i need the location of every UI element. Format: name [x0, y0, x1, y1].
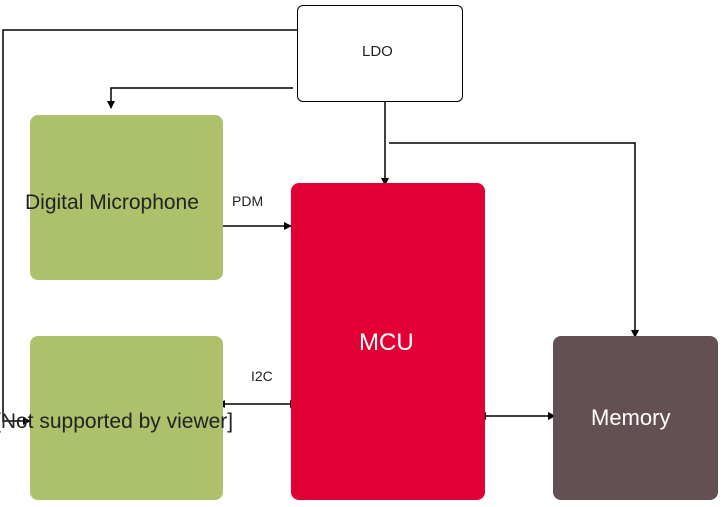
memory-label: Memory	[591, 405, 671, 430]
connector-ldo-to-mic	[107, 87, 293, 109]
i2c-label: I2C	[251, 368, 273, 384]
connector-ldo-to-sensor	[2, 29, 297, 425]
pdm-label: PDM	[232, 193, 264, 209]
sensor-block[interactable]	[30, 336, 223, 500]
ldo-label: LDO	[362, 43, 393, 60]
ldo-block[interactable]	[297, 5, 463, 102]
mcu-block[interactable]	[291, 183, 485, 500]
connector-ldo-to-memory	[389, 142, 639, 338]
microphone-block[interactable]	[30, 115, 223, 280]
sensor-label: [Not supported by viewer]	[0, 410, 234, 433]
memory-block[interactable]	[553, 336, 718, 500]
microphone-label: Digital Microphone	[25, 191, 199, 214]
mcu-label: MCU	[359, 329, 414, 356]
